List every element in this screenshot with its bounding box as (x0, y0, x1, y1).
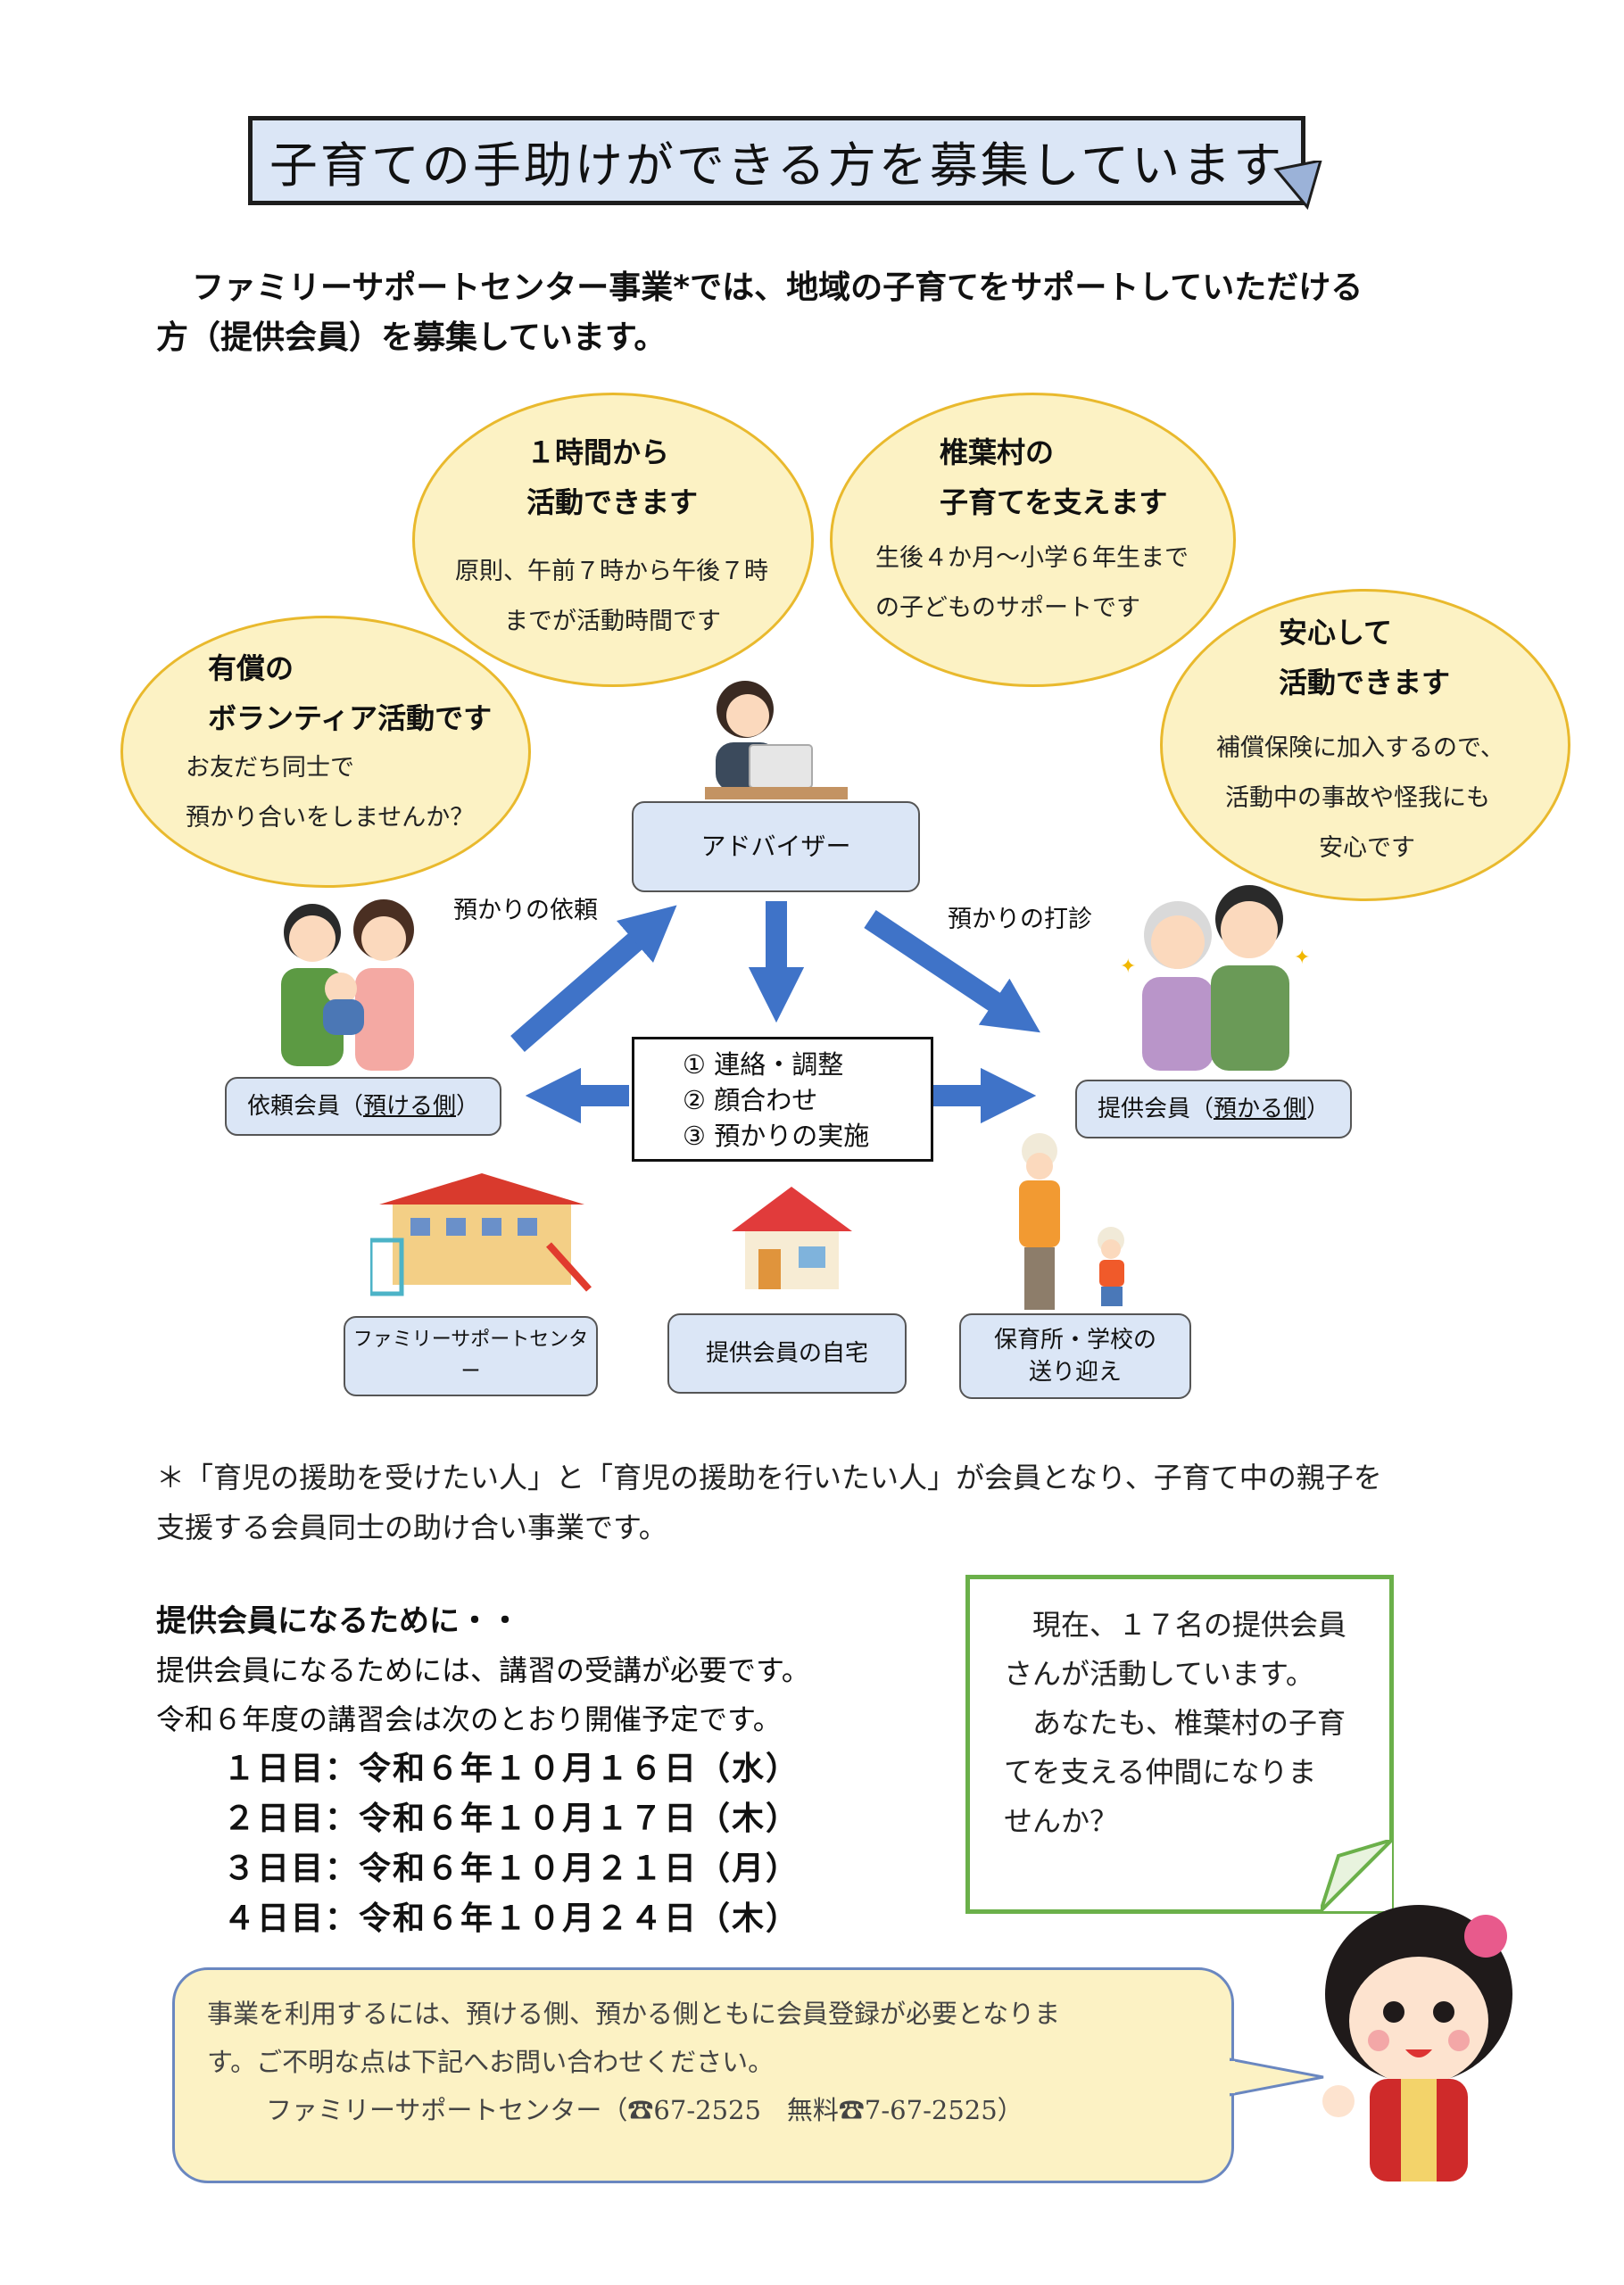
step-item: ② 顔合わせ (683, 1085, 818, 1115)
svg-text:✦: ✦ (1120, 956, 1136, 978)
intro-text: ファミリーサポートセンター事業*では、地域の子育てをサポートしていただける 方（… (156, 269, 1363, 356)
advisor-box: アドバイザー (632, 801, 920, 892)
inquiry-label: 預かりの打診 (948, 906, 1092, 933)
provider-section: 提供会員になるために・・ 提供会員になるためには、講習の受講が必要です。 令和６… (156, 1597, 810, 1944)
page-title: 子育ての手助けができる方を募集しています (248, 116, 1305, 205)
flow-arrows (510, 901, 1040, 1124)
bubble-hours: １時間から 活動できます 原則、午前７時から午後７時 までが活動時間です (412, 393, 814, 687)
school-pickup-box: 保育所・学校の 送り迎え (959, 1313, 1191, 1399)
step-item: ① 連絡・調整 (683, 1049, 844, 1080)
date-item: ２日目：令和６年１０月１７日（木） (223, 1801, 800, 1837)
mascot-illustration (1322, 1905, 1512, 2182)
center-box: ファミリーサポートセンター (344, 1316, 598, 1396)
requester-member-box: 依頼会員（預ける側） (225, 1077, 501, 1136)
provider-member-box: 提供会員（預かる側） (1075, 1080, 1352, 1138)
speech-tail (1230, 2057, 1324, 2097)
bubble-village: 椎葉村の 子育てを支えます 生後４か月～小学６年生まで の子どものサポートです (830, 393, 1236, 687)
green-box-fold (1321, 1840, 1392, 1911)
bubble-volunteer: 有償の ボランティア活動です お友だち同士で 預かり合いをしませんか？ (120, 616, 531, 888)
bubble-safe: 安心して 活動できます 補償保険に加入するので、 活動中の事故や怪我にも 安心で… (1160, 589, 1570, 901)
date-item: ４日目：令和６年１０月２４日（木） (223, 1900, 800, 1937)
date-item: １日目：令和６年１０月１６日（水） (223, 1751, 800, 1787)
step-item: ③ 預かりの実施 (683, 1121, 870, 1151)
house-illustration (732, 1187, 852, 1289)
request-label: 預かりの依頼 (453, 897, 598, 924)
steps-box: ① 連絡・調整 ② 顔合わせ ③ 預かりの実施 (632, 1037, 933, 1162)
member-count-box: 現在、１７名の提供会員 さんが活動しています。 あなたも、椎葉村の子育 てを支え… (965, 1575, 1394, 1914)
family-illustration (281, 899, 414, 1071)
provider-heading: 提供会員になるために・・ (156, 1603, 520, 1639)
elder-couple-illustration: ✦ ✦ (1120, 885, 1310, 1071)
center-building-illustration (370, 1173, 592, 1296)
svg-text:✦: ✦ (1294, 947, 1310, 969)
school-pickup-illustration (1019, 1133, 1124, 1310)
provider-home-box: 提供会員の自宅 (667, 1313, 907, 1394)
date-item: ３日目：令和６年１０月２１日（月） (223, 1850, 800, 1887)
contact-box: 事業を利用するには、預ける側、預かる側ともに会員登録が必要となりま す。ご不明な… (172, 1967, 1234, 2183)
footnote: ＊「育児の援助を受けたい人」と「育児の援助を行いたい人」が会員となり、子育て中の… (156, 1461, 1382, 1544)
advisor-illustration (705, 681, 848, 799)
title-fold-decoration (1273, 161, 1322, 211)
